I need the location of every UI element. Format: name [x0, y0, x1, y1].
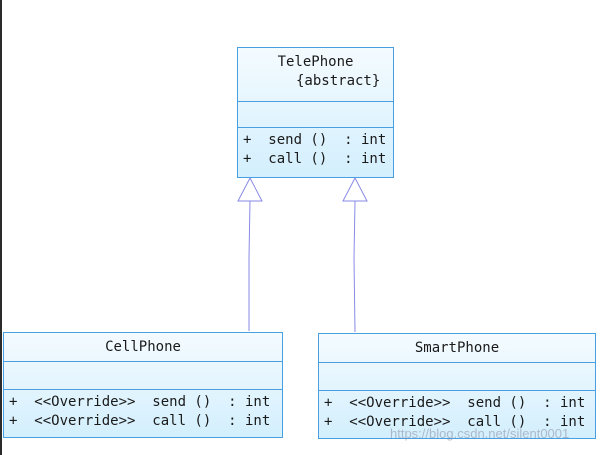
methods-compartment: + <<Override>> send () : int + <<Overrid…: [319, 391, 595, 438]
method-call[interactable]: + call () : int: [243, 151, 387, 167]
class-name-compartment: SmartPhone: [319, 334, 595, 363]
class-name: SmartPhone: [414, 340, 500, 356]
cellphone-generalization-line[interactable]: [248, 200, 251, 331]
method-send[interactable]: + send () : int: [243, 132, 387, 148]
class-smartphone[interactable]: SmartPhone + <<Override>> send () : int …: [318, 333, 596, 439]
canvas-left-border: [0, 0, 2, 455]
class-name: TelePhone: [277, 54, 354, 70]
method-call[interactable]: + <<Override>> call () : int: [9, 413, 271, 429]
class-telephone[interactable]: TelePhone {abstract} + send () : int + c…: [237, 47, 394, 178]
smartphone-generalization-arrowhead: [342, 176, 368, 202]
method-send[interactable]: + <<Override>> send () : int: [9, 394, 271, 410]
watermark: https://blog.csdn.net/silent0001: [390, 426, 570, 441]
class-name: CellPhone: [105, 339, 181, 355]
method-call[interactable]: + <<Override>> call () : int: [324, 414, 586, 430]
class-stereotype: {abstract}: [296, 73, 381, 89]
class-cellphone[interactable]: CellPhone + <<Override>> send () : int +…: [3, 332, 283, 438]
attributes-compartment: [319, 363, 595, 391]
smartphone-generalization-line[interactable]: [353, 200, 356, 333]
methods-compartment: + send () : int + call () : int: [238, 128, 393, 177]
method-send[interactable]: + <<Override>> send () : int: [324, 395, 586, 411]
methods-compartment: + <<Override>> send () : int + <<Overrid…: [4, 390, 282, 437]
attributes-compartment: [238, 102, 393, 128]
class-name-compartment: TelePhone {abstract}: [238, 48, 393, 102]
attributes-compartment: [4, 362, 282, 390]
class-name-compartment: CellPhone: [4, 333, 282, 362]
cellphone-generalization-arrowhead: [237, 176, 263, 202]
